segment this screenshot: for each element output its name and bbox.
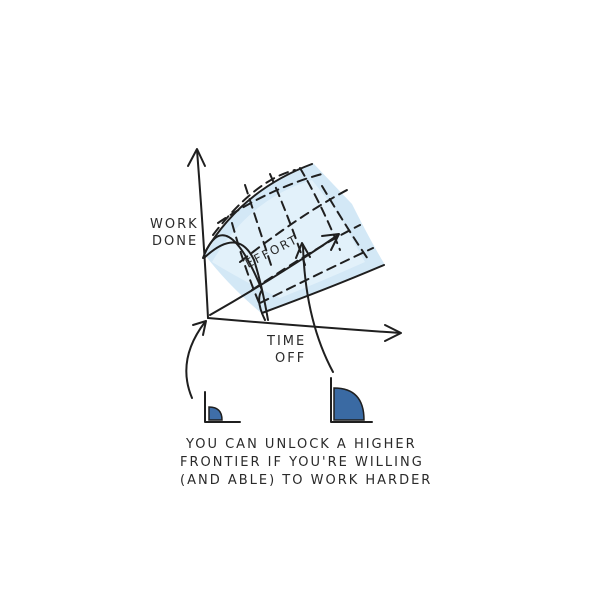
effort-arrowhead [321,233,340,251]
caption-line-2: FRONTIER IF YOU'RE WILLING [180,455,424,470]
y-axis-arrowhead [187,148,206,167]
pointer-arrow-left [185,321,206,399]
large-frontier-icon [330,377,373,423]
grid-radial-2 [269,173,306,266]
x-axis-arrowhead [384,324,402,342]
x-axis [207,317,401,334]
pointer-arrow-right [302,244,334,373]
grid-arc-1 [212,169,296,236]
x-axis-label-line2: OFF [275,351,306,366]
x-axis-label-line1: TIME [266,334,306,349]
caption-line-1: YOU CAN UNLOCK A HIGHER [185,437,417,452]
y-axis-label-line2: DONE [152,234,198,249]
grid-radial-5 [231,222,261,306]
caption-line-3: (AND ABLE) TO WORK HARDER [180,473,432,488]
y-axis-label-line1: WORK [150,217,199,232]
grid-arc-3 [239,189,348,263]
pointer-arrow-left-head [192,320,207,336]
grid-arc-2 [217,173,323,224]
inner-frontier-arc [203,241,269,321]
effort-arrow [209,234,339,316]
frontier-band-inner [212,180,365,298]
pointer-arrow-right-head [295,242,311,259]
y-axis [196,149,209,319]
grid-radial-1 [244,184,273,269]
grid-radial-4 [321,185,371,263]
small-frontier-icon [204,391,241,423]
outer-frontier-right [261,264,385,314]
